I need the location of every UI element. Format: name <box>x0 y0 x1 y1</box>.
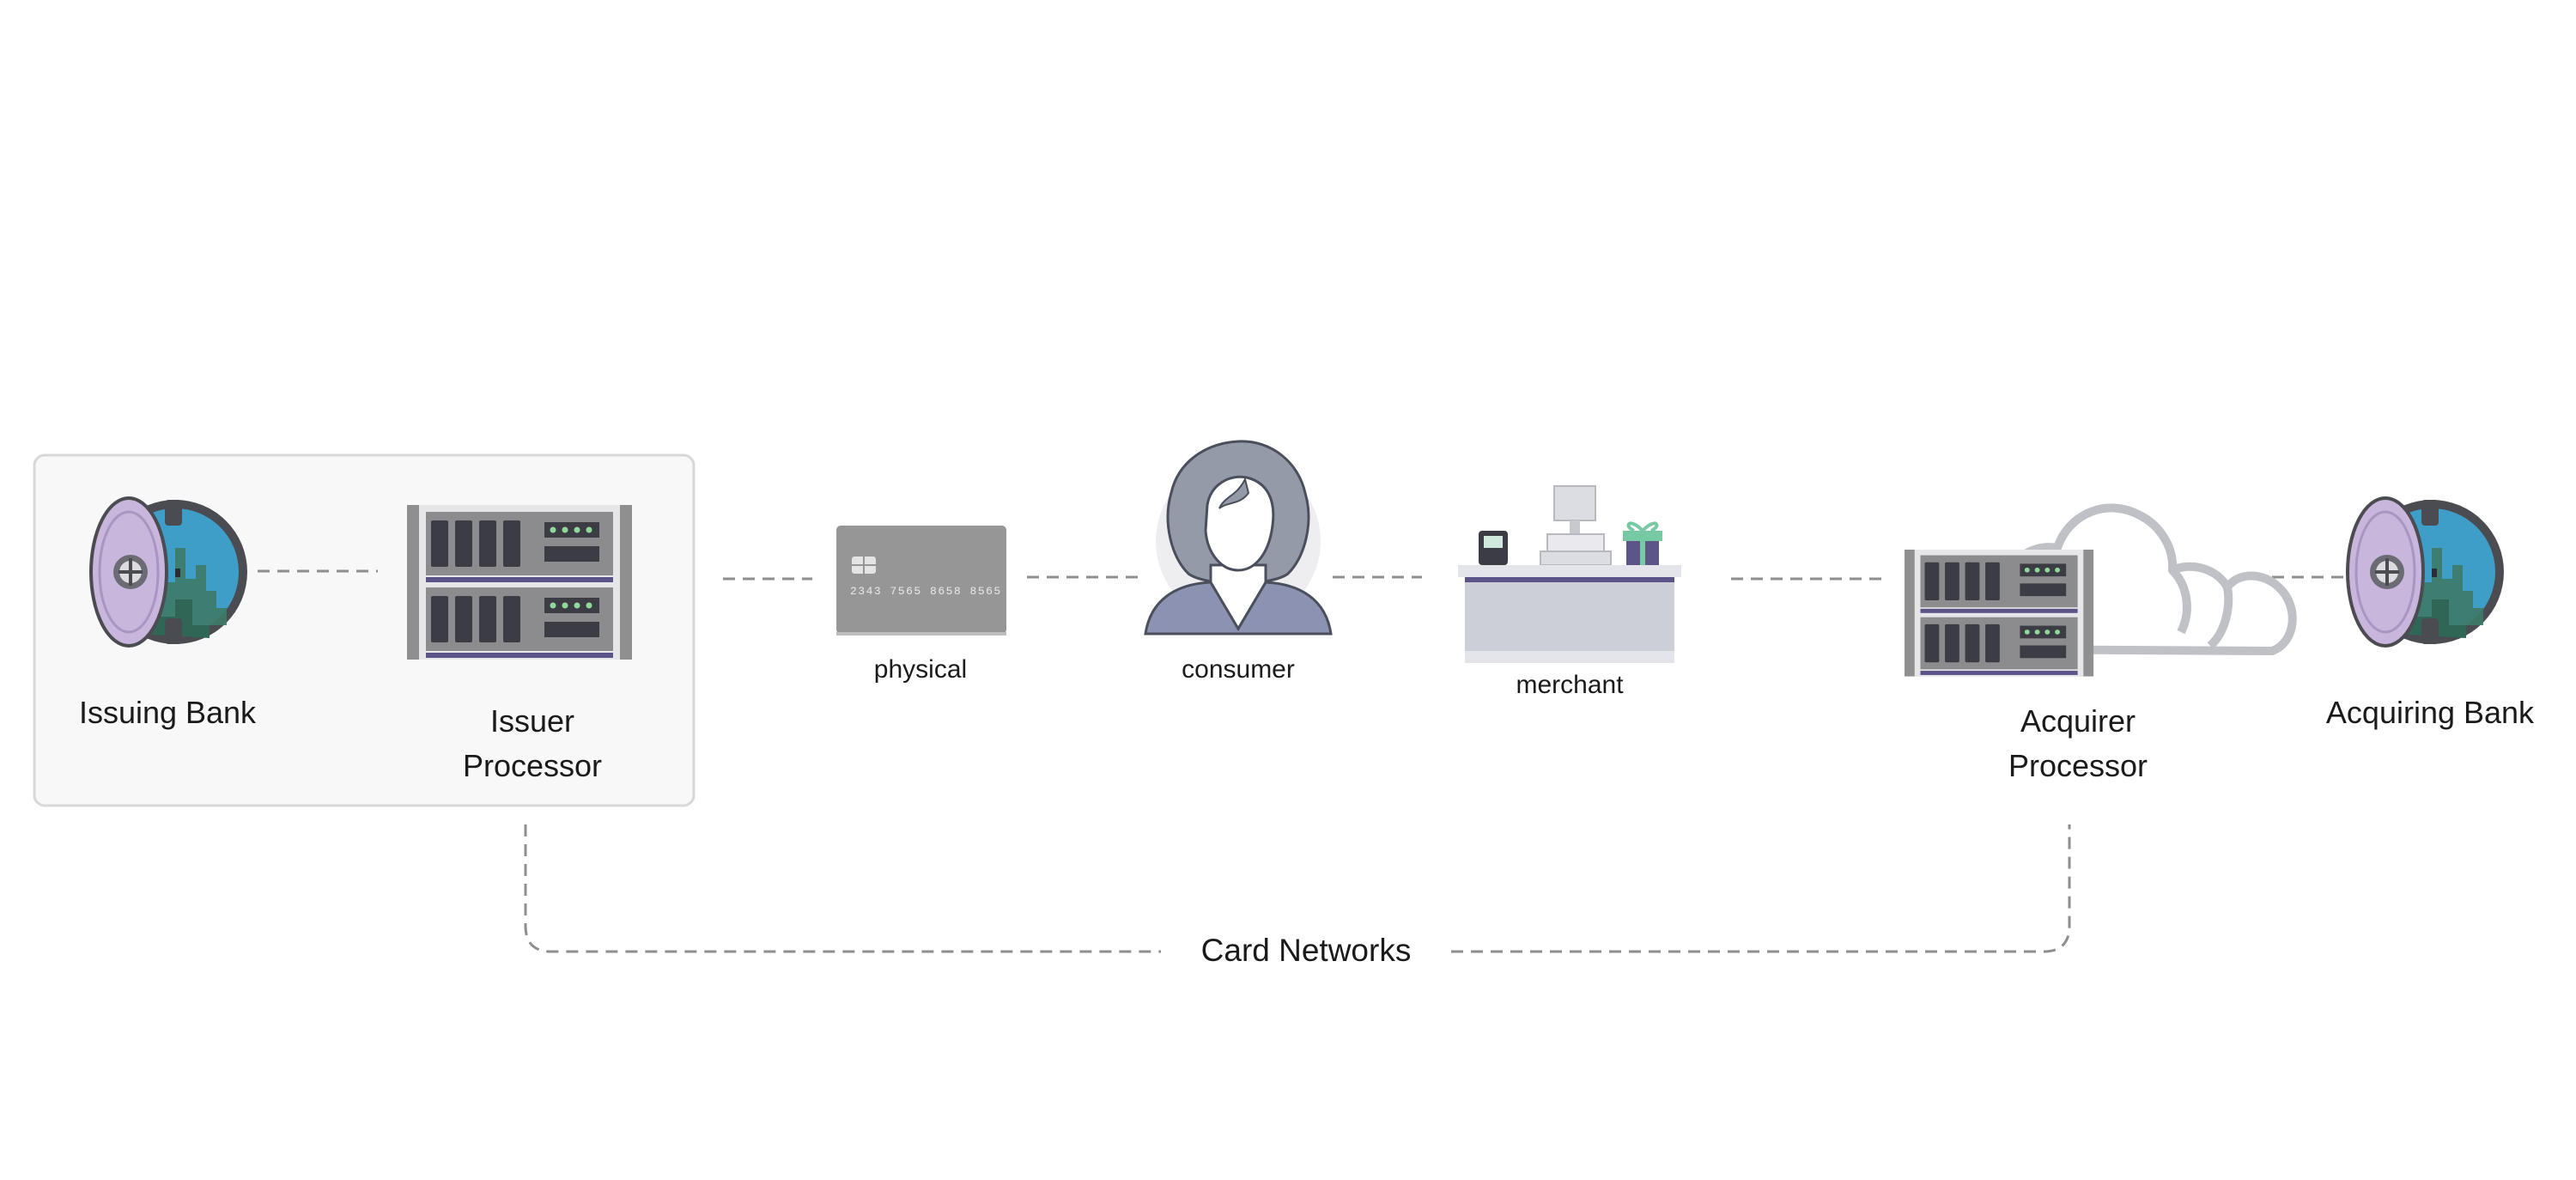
card-networks-connector-left <box>524 824 1161 953</box>
acquiring-bank-vault-icon <box>2346 496 2506 648</box>
card-number: 2343 7565 8658 8565 <box>850 585 1002 598</box>
consumer-label: consumer <box>1182 655 1295 684</box>
issuer-processor-label-line1: Issuer <box>489 703 575 739</box>
issuer-processor-label: Issuer Processor <box>404 699 661 788</box>
issuing-bank-vault-icon <box>89 496 249 648</box>
acquirer-processor-label: Acquirer Processor <box>1949 699 2207 788</box>
acquirer-processor-server-icon <box>1905 550 2094 677</box>
issuer-processor-server-icon <box>407 505 632 660</box>
acquirer-processor-label-line2: Processor <box>2008 748 2148 784</box>
issuer-processor-label-line2: Processor <box>462 748 603 784</box>
merchant-counter-icon <box>1458 485 1681 663</box>
merchant-label: merchant <box>1516 671 1624 699</box>
acquirer-processor-label-line1: Acquirer <box>2020 703 2136 739</box>
card-networks-connector-right <box>1451 824 2071 953</box>
issuing-bank-label: Issuing Bank <box>78 695 257 730</box>
credit-card-icon: 2343 7565 8658 8565 <box>836 526 1006 636</box>
consumer-person-icon <box>1144 440 1333 636</box>
physical-label: physical <box>873 655 968 684</box>
acquiring-bank-label: Acquiring Bank <box>2325 695 2535 730</box>
card-networks-label: Card Networks <box>1200 933 1412 968</box>
connector-lines <box>258 569 2356 953</box>
